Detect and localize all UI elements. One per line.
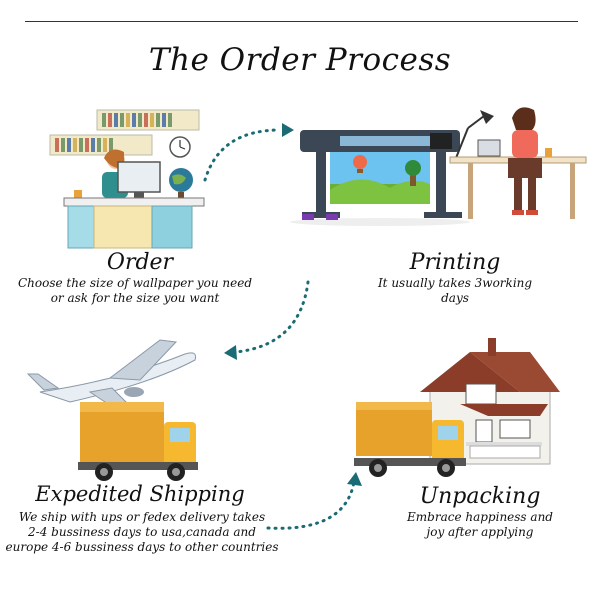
step-title-shipping: Expedited Shipping — [35, 482, 245, 506]
step-title-order: Order — [106, 250, 174, 275]
dotted-arrow-icon — [234, 280, 310, 354]
arrowhead — [282, 123, 294, 137]
arrowhead — [347, 472, 362, 486]
arrowhead — [224, 345, 237, 360]
desc-line: We ship with ups or fedex delivery takes — [18, 510, 266, 524]
desc-line: Choose the size of wallpaper you need — [17, 276, 253, 290]
dotted-arrow-icon — [203, 128, 282, 182]
airplane-icon — [26, 339, 196, 413]
step-title-unpacking: Unpacking — [419, 484, 541, 509]
top-divider — [25, 21, 578, 22]
desc-line: days — [441, 291, 469, 305]
house-icon — [420, 338, 560, 465]
desc-line: Embrace happiness and — [407, 510, 553, 524]
desc-line: joy after applying — [426, 525, 534, 539]
step-desc-order: Choose the size of wallpaper you need or… — [10, 276, 260, 306]
worker-desk-icon — [449, 107, 587, 219]
dotted-arrow-icon — [266, 480, 356, 530]
office-desk-icon — [49, 109, 205, 249]
desc-line: europe 4-6 bussiness days to other count… — [5, 540, 279, 554]
delivery-truck-icon — [354, 402, 466, 477]
desc-line: 2-4 bussiness days to usa,canada and — [28, 525, 256, 539]
desc-line: It usually takes 3working — [377, 276, 533, 290]
step-desc-unpacking: Embrace happiness and joy after applying — [390, 510, 570, 540]
step-desc-printing: It usually takes 3working days — [370, 276, 540, 306]
step-desc-shipping: We ship with ups or fedex delivery takes… — [4, 510, 280, 555]
desc-line: or ask for the size you want — [50, 291, 220, 305]
delivery-truck-icon — [78, 402, 198, 481]
step-title-printing: Printing — [409, 250, 501, 275]
page-title: The Order Process — [148, 42, 452, 78]
large-format-printer-icon — [290, 130, 470, 226]
